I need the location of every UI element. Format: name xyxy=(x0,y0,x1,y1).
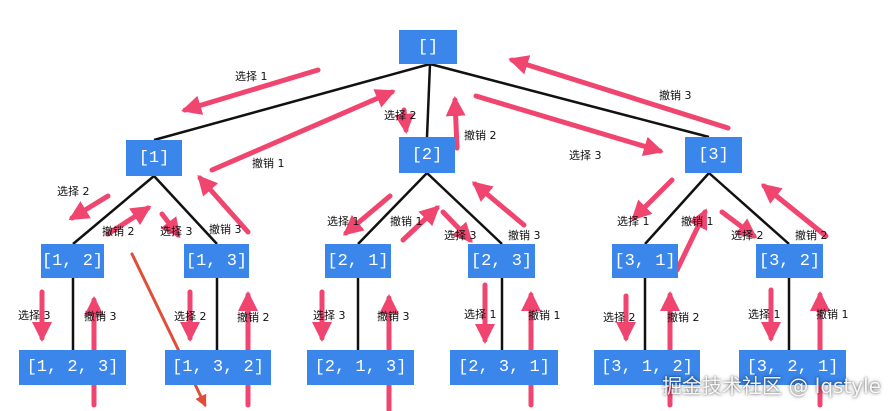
arrow-undo-3-n1 xyxy=(197,175,251,235)
arrow-choose-3-n1 xyxy=(159,211,181,239)
node-2-3: [2, 3] xyxy=(468,244,535,278)
label-undo-2-n13: 撤销 2 xyxy=(237,311,270,324)
node-3-1: [3, 1] xyxy=(612,244,678,278)
label-choose-1-n3: 选择 1 xyxy=(617,215,650,228)
label-choose-2-root: 选择 2 xyxy=(384,109,417,122)
edge-root-1 xyxy=(153,62,431,142)
label-undo-1-root: 撤销 1 xyxy=(252,157,285,170)
label-choose-2-n31: 选择 2 xyxy=(603,311,636,324)
edge-2-23 xyxy=(426,172,503,245)
arrow-choose-1-n3 xyxy=(631,177,675,221)
arrow-undo-2-root xyxy=(445,96,466,151)
label-undo-1-n3: 撤销 1 xyxy=(681,215,714,228)
edge-3-32 xyxy=(708,172,790,245)
label-choose-2-n3: 选择 2 xyxy=(731,229,764,242)
node-1: [1] xyxy=(126,140,182,176)
arrow-undo-2-n1 xyxy=(105,205,152,237)
label-undo-2-n31: 撤销 2 xyxy=(667,311,700,324)
node-2: [2] xyxy=(399,137,455,173)
node-2-3-1: [2, 3, 1] xyxy=(450,350,558,385)
label-undo-2-n3: 撤销 2 xyxy=(795,229,828,242)
node-3-2-1: [3, 2, 1] xyxy=(739,350,846,385)
edge-root-3 xyxy=(429,62,710,139)
label-undo-1-n32: 撤销 1 xyxy=(816,308,849,321)
edge-3-31 xyxy=(644,172,710,245)
edge-root-2 xyxy=(425,63,432,138)
label-undo-3-root: 撤销 3 xyxy=(659,89,692,102)
arrow-undo-1-n2 xyxy=(400,205,440,243)
label-choose-1-n23: 选择 1 xyxy=(464,308,497,321)
node-root: [] xyxy=(399,30,457,64)
label-choose-3-n1: 选择 3 xyxy=(160,225,193,238)
node-2-1-3: [2, 1, 3] xyxy=(307,350,414,385)
arrow-undo-3-n2 xyxy=(471,181,527,228)
arrow-undo-1-n3 xyxy=(674,208,708,273)
label-choose-1-root: 选择 1 xyxy=(235,70,268,83)
label-undo-1-n2: 撤销 1 xyxy=(390,215,423,228)
arrow-choose-2-root xyxy=(394,107,415,134)
label-undo-3-n21: 撤销 3 xyxy=(377,310,410,323)
node-3: [3] xyxy=(685,137,742,173)
label-undo-3-n2: 撤销 3 xyxy=(508,229,541,242)
label-choose-1-n32: 选择 1 xyxy=(748,308,781,321)
label-undo-2-n1: 撤销 2 xyxy=(102,225,135,238)
node-1-3: [1, 3] xyxy=(184,244,249,278)
label-choose-3-n21: 选择 3 xyxy=(313,309,346,322)
label-choose-3-n12: 选择 3 xyxy=(18,309,51,322)
label-choose-2-n13: 选择 2 xyxy=(174,310,207,323)
edge-1-13 xyxy=(153,175,218,245)
node-1-2-3: [1, 2, 3] xyxy=(19,350,126,385)
label-undo-2-root: 撤销 2 xyxy=(464,129,497,142)
node-1-3-2: [1, 3, 2] xyxy=(165,350,271,385)
arrow-choose-1-root xyxy=(181,67,321,115)
label-choose-3-n2: 选择 3 xyxy=(444,229,477,242)
node-3-1-2: [3, 1, 2] xyxy=(594,350,700,385)
node-2-1: [2, 1] xyxy=(325,244,391,278)
label-undo-1-n23: 撤销 1 xyxy=(528,309,561,322)
node-3-2: [3, 2] xyxy=(756,244,823,278)
arrow-undo-1-root xyxy=(209,89,396,173)
label-undo-3-n12: 撤销 3 xyxy=(84,310,117,323)
arrow-choose-3-root xyxy=(473,93,664,156)
label-choose-1-n2: 选择 1 xyxy=(327,215,360,228)
label-choose-2-n1: 选择 2 xyxy=(57,185,90,198)
label-undo-3-n1: 撤销 3 xyxy=(209,223,242,236)
node-1-2: [1, 2] xyxy=(41,244,104,278)
edge-1-12 xyxy=(72,175,155,245)
arrow-choose-1-n2 xyxy=(342,193,393,236)
arrow-undo-3-root xyxy=(508,55,731,131)
edge-2-21 xyxy=(357,172,428,245)
label-choose-3-root: 选择 3 xyxy=(569,149,602,162)
arrow-undo-2-n3 xyxy=(760,183,829,239)
arrow-choose-3-n2 xyxy=(440,209,473,243)
watermark: 掘金技术社区 @ lqstyle xyxy=(662,374,881,398)
arrow-choose-2-n3 xyxy=(719,209,758,239)
arrow-choose-2-n1 xyxy=(68,193,111,221)
